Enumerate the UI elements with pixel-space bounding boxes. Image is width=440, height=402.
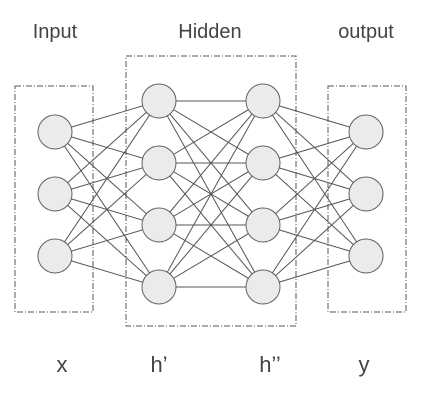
edge-input-2-hidden1-2 — [54, 224, 160, 257]
hidden2-node-2 — [245, 207, 281, 243]
hidden1-node-0 — [141, 83, 177, 119]
edge-hidden2-0-output-0 — [262, 100, 367, 133]
input-layer-title: Input — [33, 21, 78, 43]
hidden-layers-box — [125, 55, 297, 327]
input-node-1 — [37, 176, 73, 212]
hidden1-node-2 — [141, 207, 177, 243]
edge-hidden1-3-hidden2-2 — [158, 224, 264, 288]
edge-hidden2-1-output-0 — [262, 131, 367, 164]
hidden2-node-1 — [245, 145, 281, 181]
output-node-2 — [348, 238, 384, 274]
neuron-nodes — [37, 83, 384, 305]
edge-hidden1-2-hidden2-0 — [158, 100, 264, 226]
hidden1-node-3 — [141, 269, 177, 305]
edge-input-2-hidden1-3 — [54, 255, 160, 288]
output-layer-title: output — [338, 21, 394, 43]
input-node-0 — [37, 114, 73, 150]
connection-edges — [54, 100, 367, 288]
edge-hidden1-1-hidden2-0 — [158, 100, 264, 164]
hidden-layer-title: Hidden — [178, 21, 241, 43]
input-node-2 — [37, 238, 73, 274]
input-variable-label: x — [57, 352, 68, 377]
output-node-0 — [348, 114, 384, 150]
edge-input-2-hidden1-1 — [54, 162, 160, 257]
edge-input-2-hidden1-0 — [54, 100, 160, 257]
edge-input-1-hidden1-0 — [54, 100, 160, 195]
edge-hidden2-2-output-0 — [262, 131, 367, 226]
edge-hidden2-3-output-0 — [262, 131, 367, 288]
edge-input-0-hidden1-0 — [54, 100, 160, 133]
hidden1-variable-label: h’ — [150, 352, 167, 377]
edge-hidden1-3-hidden2-1 — [158, 162, 264, 288]
edge-hidden1-3-hidden2-0 — [158, 100, 264, 288]
edge-hidden2-3-output-1 — [262, 193, 367, 288]
hidden2-node-3 — [245, 269, 281, 305]
output-variable-label: y — [359, 352, 370, 377]
hidden1-node-1 — [141, 145, 177, 181]
hidden2-variable-label: h’’ — [259, 352, 281, 377]
edge-hidden2-3-output-2 — [262, 255, 367, 288]
output-node-1 — [348, 176, 384, 212]
hidden2-node-0 — [245, 83, 281, 119]
